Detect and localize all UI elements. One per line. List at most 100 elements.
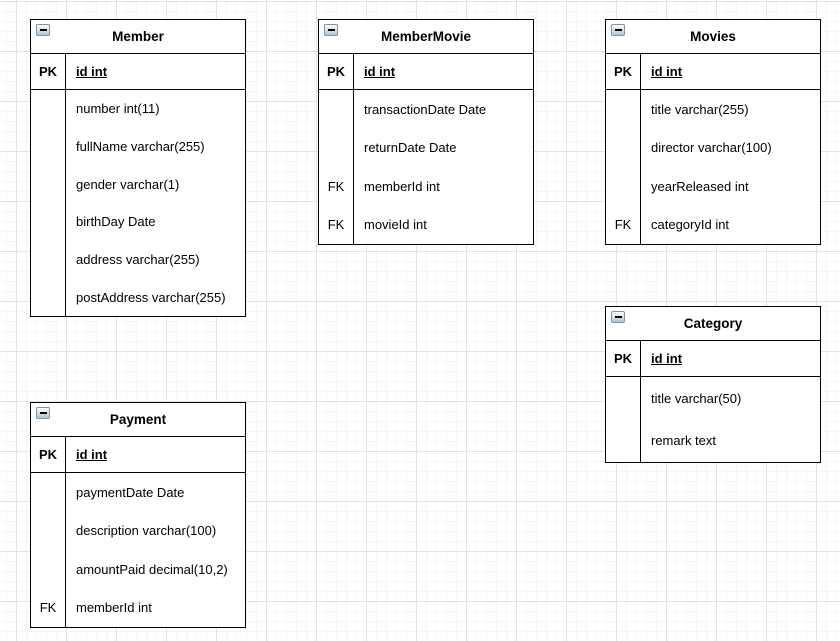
- collapse-icon[interactable]: [36, 407, 50, 419]
- key-cell: [606, 167, 641, 206]
- pk-row[interactable]: PK id int: [606, 341, 820, 377]
- table-header: Payment: [31, 403, 245, 437]
- field-row[interactable]: birthDay Date: [31, 203, 245, 241]
- key-cell: [319, 128, 354, 167]
- field-row[interactable]: yearReleased int: [606, 167, 820, 206]
- field-text: yearReleased int: [651, 178, 749, 194]
- field-row[interactable]: fullName varchar(255): [31, 127, 245, 166]
- field-row[interactable]: postAddress varchar(255): [31, 278, 245, 317]
- field-row[interactable]: director varchar(100): [606, 128, 820, 167]
- table-title: MemberMovie: [380, 28, 472, 44]
- field-text: birthDay Date: [76, 214, 156, 230]
- key-cell: [31, 511, 66, 550]
- table-header: Movies: [606, 20, 820, 54]
- field-text: postAddress varchar(255): [76, 289, 226, 305]
- key-cell: FK: [31, 588, 66, 627]
- key-cell: PK: [31, 54, 66, 89]
- table-header: MemberMovie: [319, 20, 533, 54]
- table-body: paymentDate Date description varchar(100)…: [31, 473, 245, 627]
- field-row[interactable]: transactionDate Date: [319, 90, 533, 129]
- field-row[interactable]: amountPaid decimal(10,2): [31, 550, 245, 589]
- table-title: Category: [683, 315, 743, 331]
- field-row[interactable]: FK memberId int: [319, 167, 533, 206]
- table-title: Movies: [690, 28, 736, 44]
- table-body: title varchar(255) director varchar(100) y…: [606, 90, 820, 244]
- key-cell: [31, 278, 66, 317]
- collapse-icon[interactable]: [324, 24, 338, 36]
- field-text: amountPaid decimal(10,2): [76, 561, 228, 577]
- key-cell: [31, 550, 66, 589]
- field-row[interactable]: address varchar(255): [31, 240, 245, 279]
- table-header: Category: [606, 307, 820, 341]
- field-row[interactable]: paymentDate Date: [31, 473, 245, 512]
- field-text: description varchar(100): [76, 523, 217, 539]
- collapse-icon[interactable]: [36, 24, 50, 36]
- field-text: title varchar(50): [651, 390, 742, 406]
- collapse-icon[interactable]: [611, 311, 625, 323]
- table-body: number int(11) fullName varchar(255) gende…: [31, 90, 245, 317]
- key-cell: FK: [319, 205, 354, 244]
- field-row[interactable]: title varchar(255): [606, 90, 820, 129]
- field-text: id int: [651, 64, 683, 79]
- key-cell: [31, 165, 66, 204]
- key-cell: [606, 90, 641, 129]
- collapse-icon[interactable]: [611, 24, 625, 36]
- key-cell: [606, 128, 641, 167]
- field-row[interactable]: description varchar(100): [31, 511, 245, 550]
- key-cell: [31, 203, 66, 241]
- field-text: gender varchar(1): [76, 176, 180, 192]
- field-text: director varchar(100): [651, 140, 772, 156]
- key-cell: [606, 377, 641, 420]
- field-row[interactable]: FK memberId int: [31, 588, 245, 627]
- table-header: Member: [31, 20, 245, 54]
- key-cell: PK: [319, 54, 354, 89]
- key-cell: [31, 90, 66, 128]
- key-cell: FK: [319, 167, 354, 206]
- field-text: movieId int: [364, 217, 427, 233]
- key-cell: PK: [31, 437, 66, 472]
- pk-row[interactable]: PK id int: [31, 437, 245, 473]
- key-cell: [606, 419, 641, 462]
- field-text: remark text: [651, 433, 717, 449]
- field-row[interactable]: number int(11): [31, 90, 245, 128]
- field-text: memberId int: [364, 178, 440, 194]
- field-text: id int: [364, 64, 396, 79]
- pk-row[interactable]: PK id int: [319, 54, 533, 90]
- field-text: id int: [76, 64, 108, 79]
- field-text: memberId int: [76, 600, 152, 616]
- field-row[interactable]: remark text: [606, 419, 820, 462]
- field-text: id int: [651, 351, 683, 366]
- key-cell: [319, 90, 354, 129]
- field-text: categoryId int: [651, 217, 730, 233]
- field-text: id int: [76, 447, 108, 462]
- field-text: paymentDate Date: [76, 484, 185, 500]
- field-text: address varchar(255): [76, 252, 200, 268]
- key-cell: PK: [606, 54, 641, 89]
- field-text: transactionDate Date: [364, 101, 487, 117]
- key-cell: PK: [606, 341, 641, 376]
- table-body: title varchar(50) remark text: [606, 377, 820, 462]
- field-row[interactable]: title varchar(50): [606, 377, 820, 420]
- pk-row[interactable]: PK id int: [606, 54, 820, 90]
- pk-row[interactable]: PK id int: [31, 54, 245, 90]
- field-text: returnDate Date: [364, 140, 457, 156]
- field-row[interactable]: FK categoryId int: [606, 205, 820, 244]
- field-row[interactable]: gender varchar(1): [31, 165, 245, 204]
- key-cell: [31, 473, 66, 512]
- field-text: number int(11): [76, 101, 160, 117]
- field-text: title varchar(255): [651, 101, 749, 117]
- key-cell: [31, 240, 66, 279]
- field-row[interactable]: returnDate Date: [319, 128, 533, 167]
- field-row[interactable]: FK movieId int: [319, 205, 533, 244]
- table-title: Member: [112, 28, 164, 44]
- key-cell: FK: [606, 205, 641, 244]
- key-cell: [31, 127, 66, 166]
- field-text: fullName varchar(255): [76, 139, 205, 154]
